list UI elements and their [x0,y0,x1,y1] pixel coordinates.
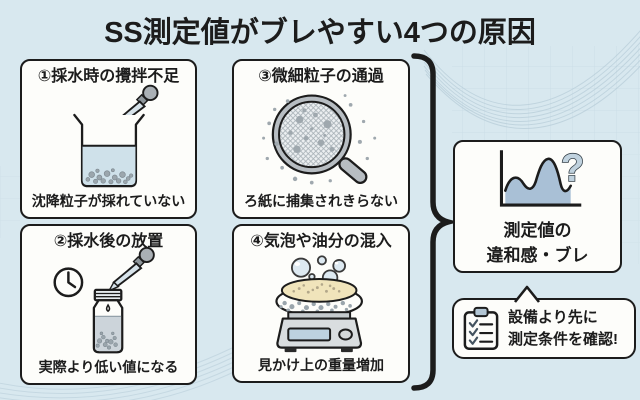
result-label: 測定値の 違和感・ブレ [487,218,589,268]
cause-2-caption: 実際より低い値になる [38,359,179,376]
curly-brace-icon [411,53,459,391]
result-box: ? 測定値の 違和感・ブレ [453,140,622,273]
cause-card-4: ④気泡や油分の混入 [232,224,410,383]
question-mark: ? [560,147,584,190]
dish-on-scale-icon [275,255,363,353]
cause-1-heading: ①採水時の攪拌不足 [37,68,180,85]
advice-line2: 測定条件を確認! [508,330,618,348]
wave-lines-bottom-left [0,347,243,400]
result-label-line1: 測定値の [503,220,572,240]
cause-card-1: ①採水時の攪拌不足 沈降粒子が採れていない [20,59,197,219]
cause-2-heading: ②採水後の放置 [53,233,164,250]
clock-bottle-dropper-icon [52,247,155,354]
advice-bubble: 設備より先に 測定条件を確認! [452,298,636,359]
checklist-clipboard-icon [463,306,499,350]
advice-line1: 設備より先に [508,309,598,327]
wave-lines-top-right [423,30,640,129]
page-title: SS測定値がブレやすい4つの原因 [104,17,536,49]
cause-3-caption: ろ紙に捕集されきらない [244,193,398,210]
cause-card-3: ③微細粒子の通過 [232,59,410,219]
speech-bubble-pointer [513,285,541,303]
line-chart-icon: ? [499,146,585,207]
cause-4-caption: 見かけ上の重量増加 [258,357,384,374]
cause-card-2: ②採水後の放置 実 [20,224,197,385]
advice-text: 設備より先に 測定条件を確認! [508,307,618,350]
magnifier-filter-icon [262,93,377,185]
result-label-line2: 違和感・ブレ [486,246,589,265]
cause-1-caption: 沈降粒子が採れていない [31,193,186,210]
cause-3-heading: ③微細粒子の通過 [258,68,384,85]
dropper-beaker-icon [72,84,159,187]
cause-4-heading: ④気泡や油分の混入 [250,233,392,250]
